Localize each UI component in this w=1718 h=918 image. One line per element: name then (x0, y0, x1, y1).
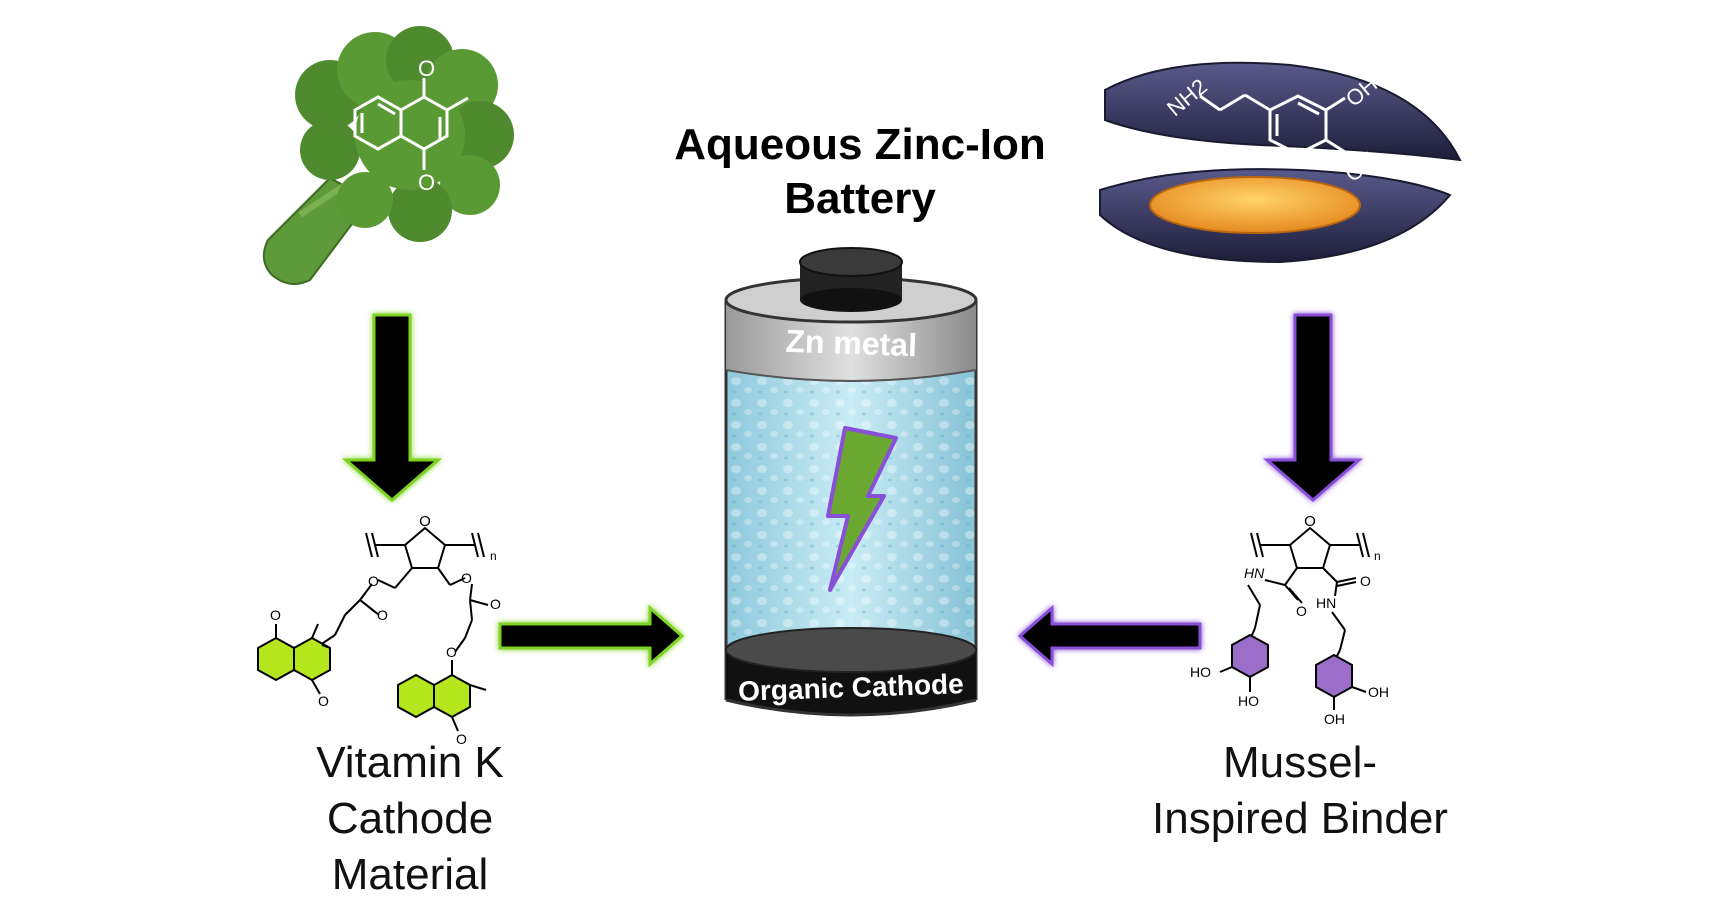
lightning-bolt-icon (826, 426, 898, 592)
binder-caption: Mussel- Inspired Binder (1110, 735, 1490, 847)
catechol1-oh-a: HO (1190, 664, 1211, 680)
subscript-n-left: n (490, 549, 497, 563)
vitamin-k-caption-line-1: Vitamin K (316, 738, 504, 787)
binder-caption-line-1: Mussel- (1222, 738, 1378, 787)
vk2-o-top: O (446, 644, 457, 660)
binder-polymer-structure: O n HN O O HN HO HO OH OH (1190, 513, 1389, 727)
menadione-structure (353, 78, 469, 170)
mussel-icon: NH2 OH OH (1099, 61, 1462, 264)
catechol1-oh-b: HO (1238, 693, 1259, 709)
hn-label-right: HN (1316, 595, 1336, 611)
binder-caption-line-2: Inspired Binder (1152, 794, 1448, 843)
title-line-1: Aqueous Zinc-Ion (674, 120, 1046, 169)
ketone-o-bottom: O (418, 170, 435, 195)
battery-terminal (799, 247, 903, 277)
title-line-2: Battery (784, 174, 936, 223)
ester-o-2: O (377, 607, 388, 623)
catechol2-oh-b: OH (1324, 711, 1345, 727)
down-arrow-right (1262, 313, 1364, 502)
ester-o-1: O (368, 573, 379, 589)
vitamin-k-polymer-structure: O n O O O O O O (257, 513, 501, 747)
down-arrow-left (341, 313, 443, 502)
diagram-title: Aqueous Zinc-Ion Battery (600, 118, 1120, 226)
ketone-o-top: O (418, 56, 435, 81)
catechol2-oh-a: OH (1368, 684, 1389, 700)
vk1-o-bottom: O (318, 693, 329, 709)
amide-o-left: O (1296, 603, 1307, 619)
ester-o-3: O (461, 570, 472, 586)
arrow-to-battery-right (1017, 604, 1202, 668)
subscript-n-right: n (1374, 549, 1381, 563)
amide-o-right: O (1360, 573, 1371, 589)
broccoli-icon: O O (262, 26, 514, 285)
hn-label-left: HN (1244, 565, 1265, 581)
vitamin-k-caption-line-2: Cathode (326, 794, 494, 843)
vk1-o-top: O (270, 607, 281, 623)
vk2-o-bottom: O (456, 731, 467, 747)
battery-icon: Zn metal Organic Cathode (724, 247, 978, 717)
vitamin-k-caption: Vitamin K Cathode Material (230, 735, 590, 903)
ester-o-4: O (490, 596, 501, 612)
dopamine-structure (1199, 93, 1346, 156)
binder-ring-o: O (1304, 513, 1316, 530)
arrow-to-battery-left (498, 604, 685, 668)
anode-label: Zn metal (785, 323, 918, 364)
vitamin-k-caption-line-3: Material (331, 850, 489, 899)
ring-o-left: O (419, 513, 431, 530)
